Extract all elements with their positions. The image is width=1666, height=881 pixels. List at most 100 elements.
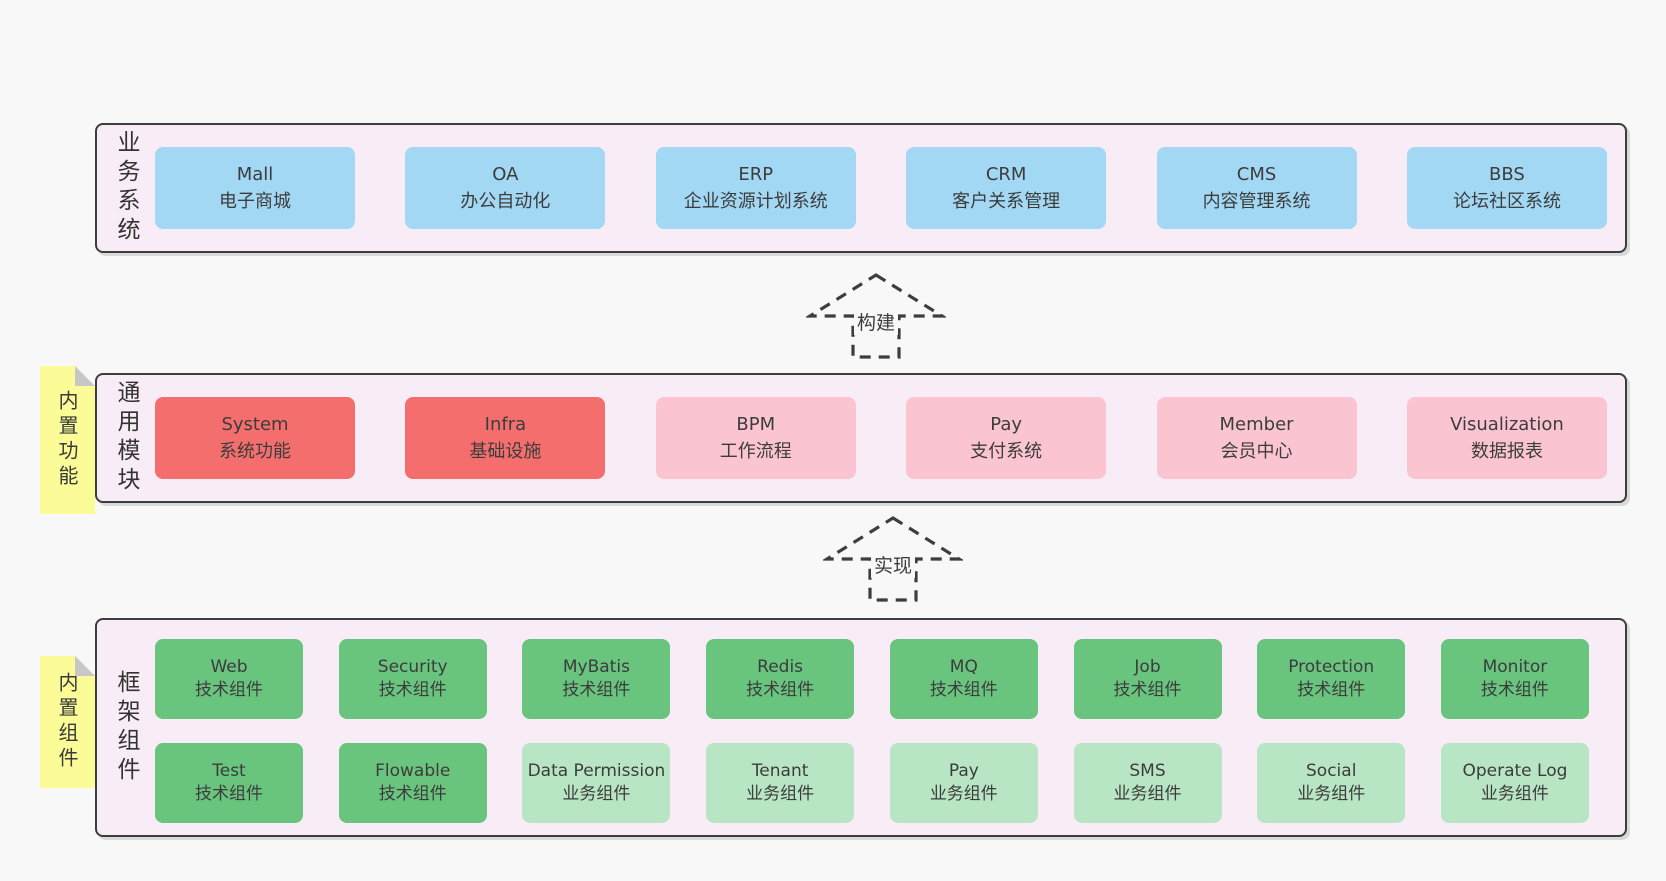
framework-node: Protection 技术组件 — [1257, 639, 1406, 719]
node-subtitle: 技术组件 — [746, 680, 815, 700]
module-node: Member 会员中心 — [1156, 397, 1357, 479]
framework-node: SMS 业务组件 — [1073, 743, 1222, 823]
business-items: Mall 电子商城 OA 办公自动化 ERP 企业资源计划系统 CRM 客户关系… — [155, 125, 1607, 251]
node-title: Social — [1306, 760, 1357, 781]
framework-node: Security 技术组件 — [338, 639, 487, 719]
framework-node: MyBatis 技术组件 — [522, 639, 671, 719]
node-subtitle: 业务组件 — [562, 784, 631, 804]
node-title: Test — [212, 760, 246, 781]
node-subtitle: 业务组件 — [1297, 784, 1366, 804]
node-title: Monitor — [1482, 656, 1548, 677]
sticky-label-wrap: 内置组件 — [40, 656, 95, 788]
module-node: System 系统功能 — [155, 397, 355, 479]
business-system-node: CRM 客户关系管理 — [906, 147, 1107, 229]
node-subtitle: 业务组件 — [929, 784, 998, 804]
node-title: System — [221, 414, 289, 435]
framework-node: Social 业务组件 — [1257, 743, 1406, 823]
business-system-node: ERP 企业资源计划系统 — [655, 147, 856, 229]
node-title: Security — [377, 656, 448, 677]
band-label-modules: 通用模块 — [97, 375, 155, 501]
up-arrow-icon — [823, 516, 963, 602]
up-arrow-icon — [806, 273, 946, 359]
node-subtitle: 工作流程 — [719, 441, 792, 462]
node-subtitle: 支付系统 — [970, 441, 1043, 462]
node-subtitle: 技术组件 — [378, 680, 447, 700]
node-title: BBS — [1489, 164, 1525, 185]
node-subtitle: 技术组件 — [1480, 680, 1549, 700]
node-title: Data Permission — [527, 760, 666, 781]
node-title: Visualization — [1450, 414, 1564, 435]
node-title: CMS — [1236, 164, 1277, 185]
sticky-builtin-components-label: 内置组件 — [55, 672, 79, 772]
band-label-framework-text: 框架组件 — [113, 669, 139, 786]
node-title: Job — [1134, 656, 1161, 677]
node-subtitle: 办公自动化 — [460, 191, 551, 212]
node-title: MQ — [949, 656, 978, 677]
node-subtitle: 技术组件 — [929, 680, 998, 700]
node-title: Redis — [757, 656, 804, 677]
business-systems-band: 业务系统 Mall 电子商城 OA 办公自动化 ERP 企业资源计划系统 — [95, 123, 1627, 253]
node-subtitle: 业务组件 — [1480, 784, 1549, 804]
build-arrow-label: 构建 — [853, 308, 899, 335]
band-label-framework: 框架组件 — [97, 620, 155, 835]
node-title: ERP — [738, 164, 774, 185]
framework-node: Flowable 技术组件 — [338, 743, 487, 823]
node-subtitle: 内容管理系统 — [1202, 191, 1311, 212]
sticky-note-builtin-features: 内置功能 — [40, 366, 95, 514]
node-subtitle: 技术组件 — [1297, 680, 1366, 700]
node-subtitle: 技术组件 — [1113, 680, 1182, 700]
framework-node: Job 技术组件 — [1073, 639, 1222, 719]
build-arrow: 构建 — [806, 272, 946, 360]
framework-node: Monitor 技术组件 — [1440, 639, 1589, 719]
business-system-node: CMS 内容管理系统 — [1156, 147, 1357, 229]
module-node: Infra 基础设施 — [405, 397, 606, 479]
node-title: Tenant — [751, 760, 809, 781]
node-title: BPM — [736, 414, 776, 435]
business-system-node: BBS 论坛社区系统 — [1406, 147, 1607, 229]
framework-components-band: 框架组件 Web 技术组件 Security 技术组件 MyBati — [95, 618, 1627, 837]
framework-node: Test 技术组件 — [155, 743, 303, 823]
node-subtitle: 基础设施 — [469, 441, 542, 462]
node-subtitle: 业务组件 — [746, 784, 815, 804]
node-title: Pay — [990, 414, 1023, 435]
band-label-business: 业务系统 — [97, 125, 155, 251]
node-title: OA — [492, 164, 519, 185]
node-title: Mall — [236, 164, 274, 185]
framework-node: Tenant 业务组件 — [706, 743, 855, 823]
node-title: MyBatis — [562, 656, 630, 677]
node-subtitle: 业务组件 — [1113, 784, 1182, 804]
node-subtitle: 技术组件 — [195, 680, 263, 700]
band-label-business-text: 业务系统 — [113, 130, 139, 246]
sticky-builtin-features-label: 内置功能 — [55, 390, 79, 490]
node-subtitle: 技术组件 — [562, 680, 631, 700]
implement-arrow-label: 实现 — [870, 551, 916, 578]
framework-node: Web 技术组件 — [155, 639, 303, 719]
framework-rows: Web 技术组件 Security 技术组件 MyBatis 技术组件 — [155, 620, 1589, 835]
node-subtitle: 会员中心 — [1220, 441, 1293, 462]
band-label-modules-text: 通用模块 — [113, 380, 139, 496]
node-title: SMS — [1129, 760, 1166, 781]
node-subtitle: 企业资源计划系统 — [683, 191, 828, 212]
framework-node: MQ 技术组件 — [889, 639, 1038, 719]
node-subtitle: 技术组件 — [378, 784, 447, 804]
node-title: Member — [1219, 414, 1294, 435]
node-title: Operate Log — [1462, 760, 1568, 781]
sticky-label-wrap: 内置功能 — [40, 366, 95, 514]
node-title: Protection — [1288, 656, 1375, 677]
node-subtitle: 系统功能 — [219, 441, 291, 462]
node-subtitle: 电子商城 — [219, 191, 291, 212]
node-title: Web — [210, 656, 248, 677]
node-title: CRM — [985, 164, 1027, 185]
module-node: Visualization 数据报表 — [1406, 397, 1607, 479]
node-subtitle: 论坛社区系统 — [1452, 191, 1561, 212]
node-subtitle: 数据报表 — [1470, 441, 1543, 462]
common-modules-band: 通用模块 System 系统功能 Infra 基础设施 BPM 工作流程 — [95, 373, 1627, 503]
framework-row-1: Web 技术组件 Security 技术组件 MyBatis 技术组件 — [155, 639, 1589, 719]
framework-row-2: Test 技术组件 Flowable 技术组件 Data Permission … — [155, 743, 1589, 823]
module-items: System 系统功能 Infra 基础设施 BPM 工作流程 Pay 支付系统 — [155, 375, 1607, 501]
framework-node: Pay 业务组件 — [889, 743, 1038, 823]
module-node: BPM 工作流程 — [655, 397, 856, 479]
node-title: Infra — [484, 414, 527, 435]
framework-node: Redis 技术组件 — [706, 639, 855, 719]
